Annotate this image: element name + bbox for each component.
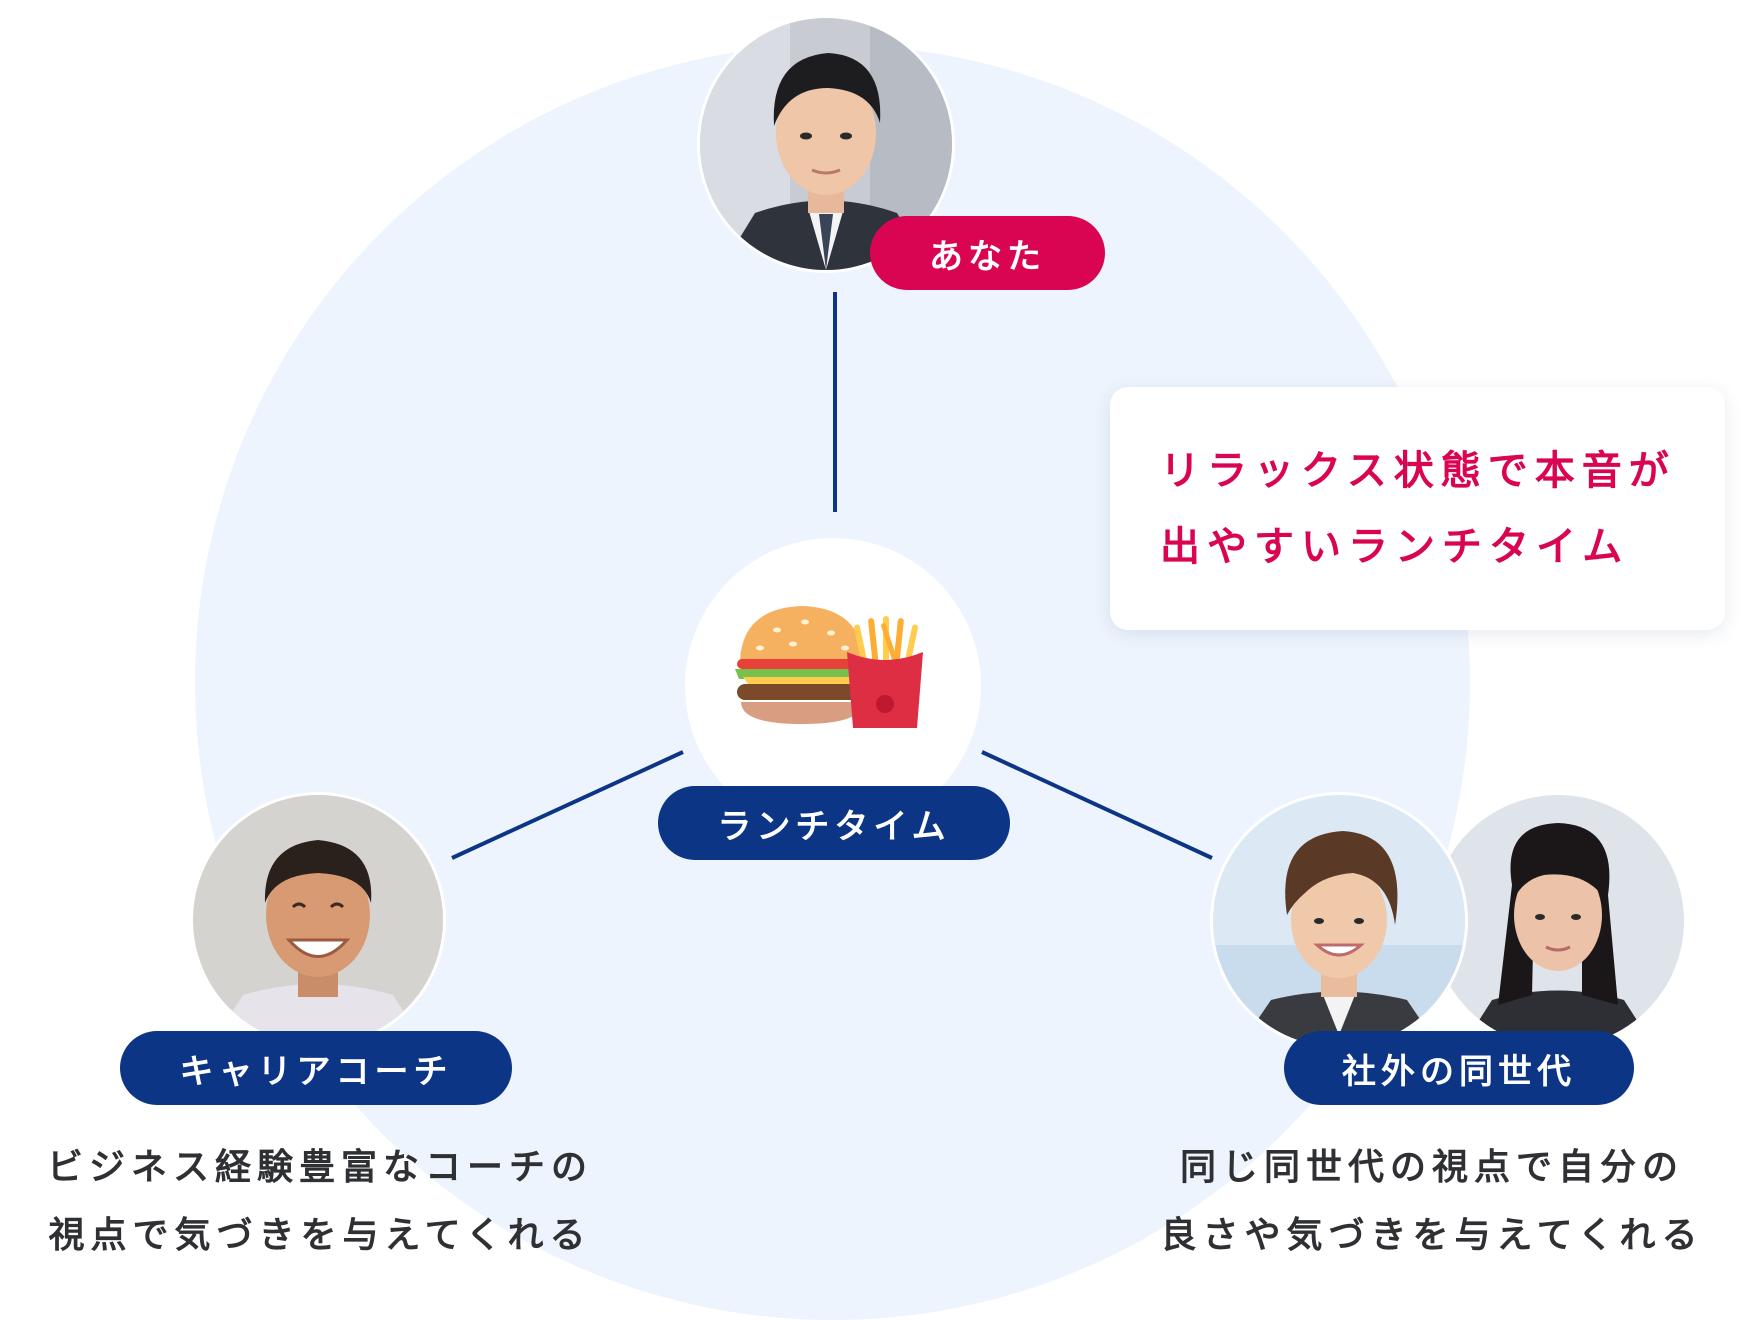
callout-line-1: リラックス状態で本音が — [1160, 447, 1676, 494]
connector-center-coach — [451, 750, 684, 860]
peers-description-line-1: 同じ同世代の視点で自分の — [1179, 1147, 1684, 1188]
callout-box: リラックス状態で本音が 出やすいランチタイム — [1110, 387, 1725, 630]
peers-description: 同じ同世代の視点で自分の 良さや気づきを与えてくれる — [1112, 1134, 1752, 1270]
career-coach-label: キャリアコーチ — [120, 1031, 512, 1105]
coach-description-line-1: ビジネス経験豊富なコーチの — [46, 1147, 593, 1188]
burger-and-fries-icon — [735, 606, 923, 728]
peers-label: 社外の同世代 — [1284, 1031, 1634, 1105]
you-label: あなた — [870, 216, 1105, 290]
lunch-time-label: ランチタイム — [658, 786, 1010, 860]
peers-description-line-2: 良さや気づきを与えてくれる — [1160, 1215, 1704, 1256]
connector-center-peers — [981, 750, 1213, 860]
coach-description-line-2: 視点で気づきを与えてくれる — [48, 1215, 592, 1256]
lunch-center-circle — [685, 538, 981, 834]
coach-description: ビジネス経験豊富なコーチの 視点で気づきを与えてくれる — [0, 1134, 640, 1270]
coach-avatar — [193, 795, 443, 1045]
callout-line-2: 出やすいランチタイム — [1160, 523, 1630, 570]
peer-avatar-1 — [1213, 795, 1465, 1047]
peer-avatar-2 — [1432, 795, 1684, 1047]
